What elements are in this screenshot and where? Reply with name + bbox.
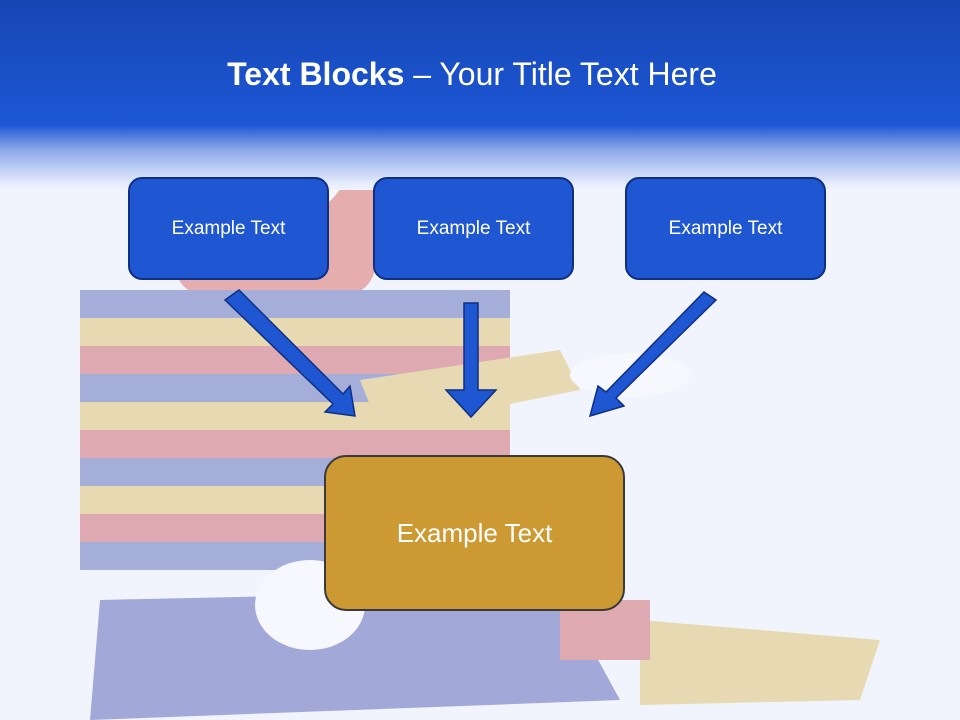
title-rest: Your Title Text Here (439, 56, 717, 92)
arrow-down-right-icon (223, 289, 356, 417)
target-text-block[interactable]: Example Text (324, 455, 625, 611)
title-bold-part: Text Blocks (227, 56, 405, 92)
text-block-3[interactable]: Example Text (625, 177, 826, 280)
title-banner (0, 0, 960, 190)
title-separator: – (404, 56, 440, 92)
arrow-down-left-icon (588, 291, 718, 418)
text-block-1[interactable]: Example Text (128, 177, 329, 280)
slide-title: Text Blocks – Your Title Text Here (0, 52, 944, 96)
text-block-2[interactable]: Example Text (373, 177, 574, 280)
arrow-down-icon (444, 302, 498, 419)
